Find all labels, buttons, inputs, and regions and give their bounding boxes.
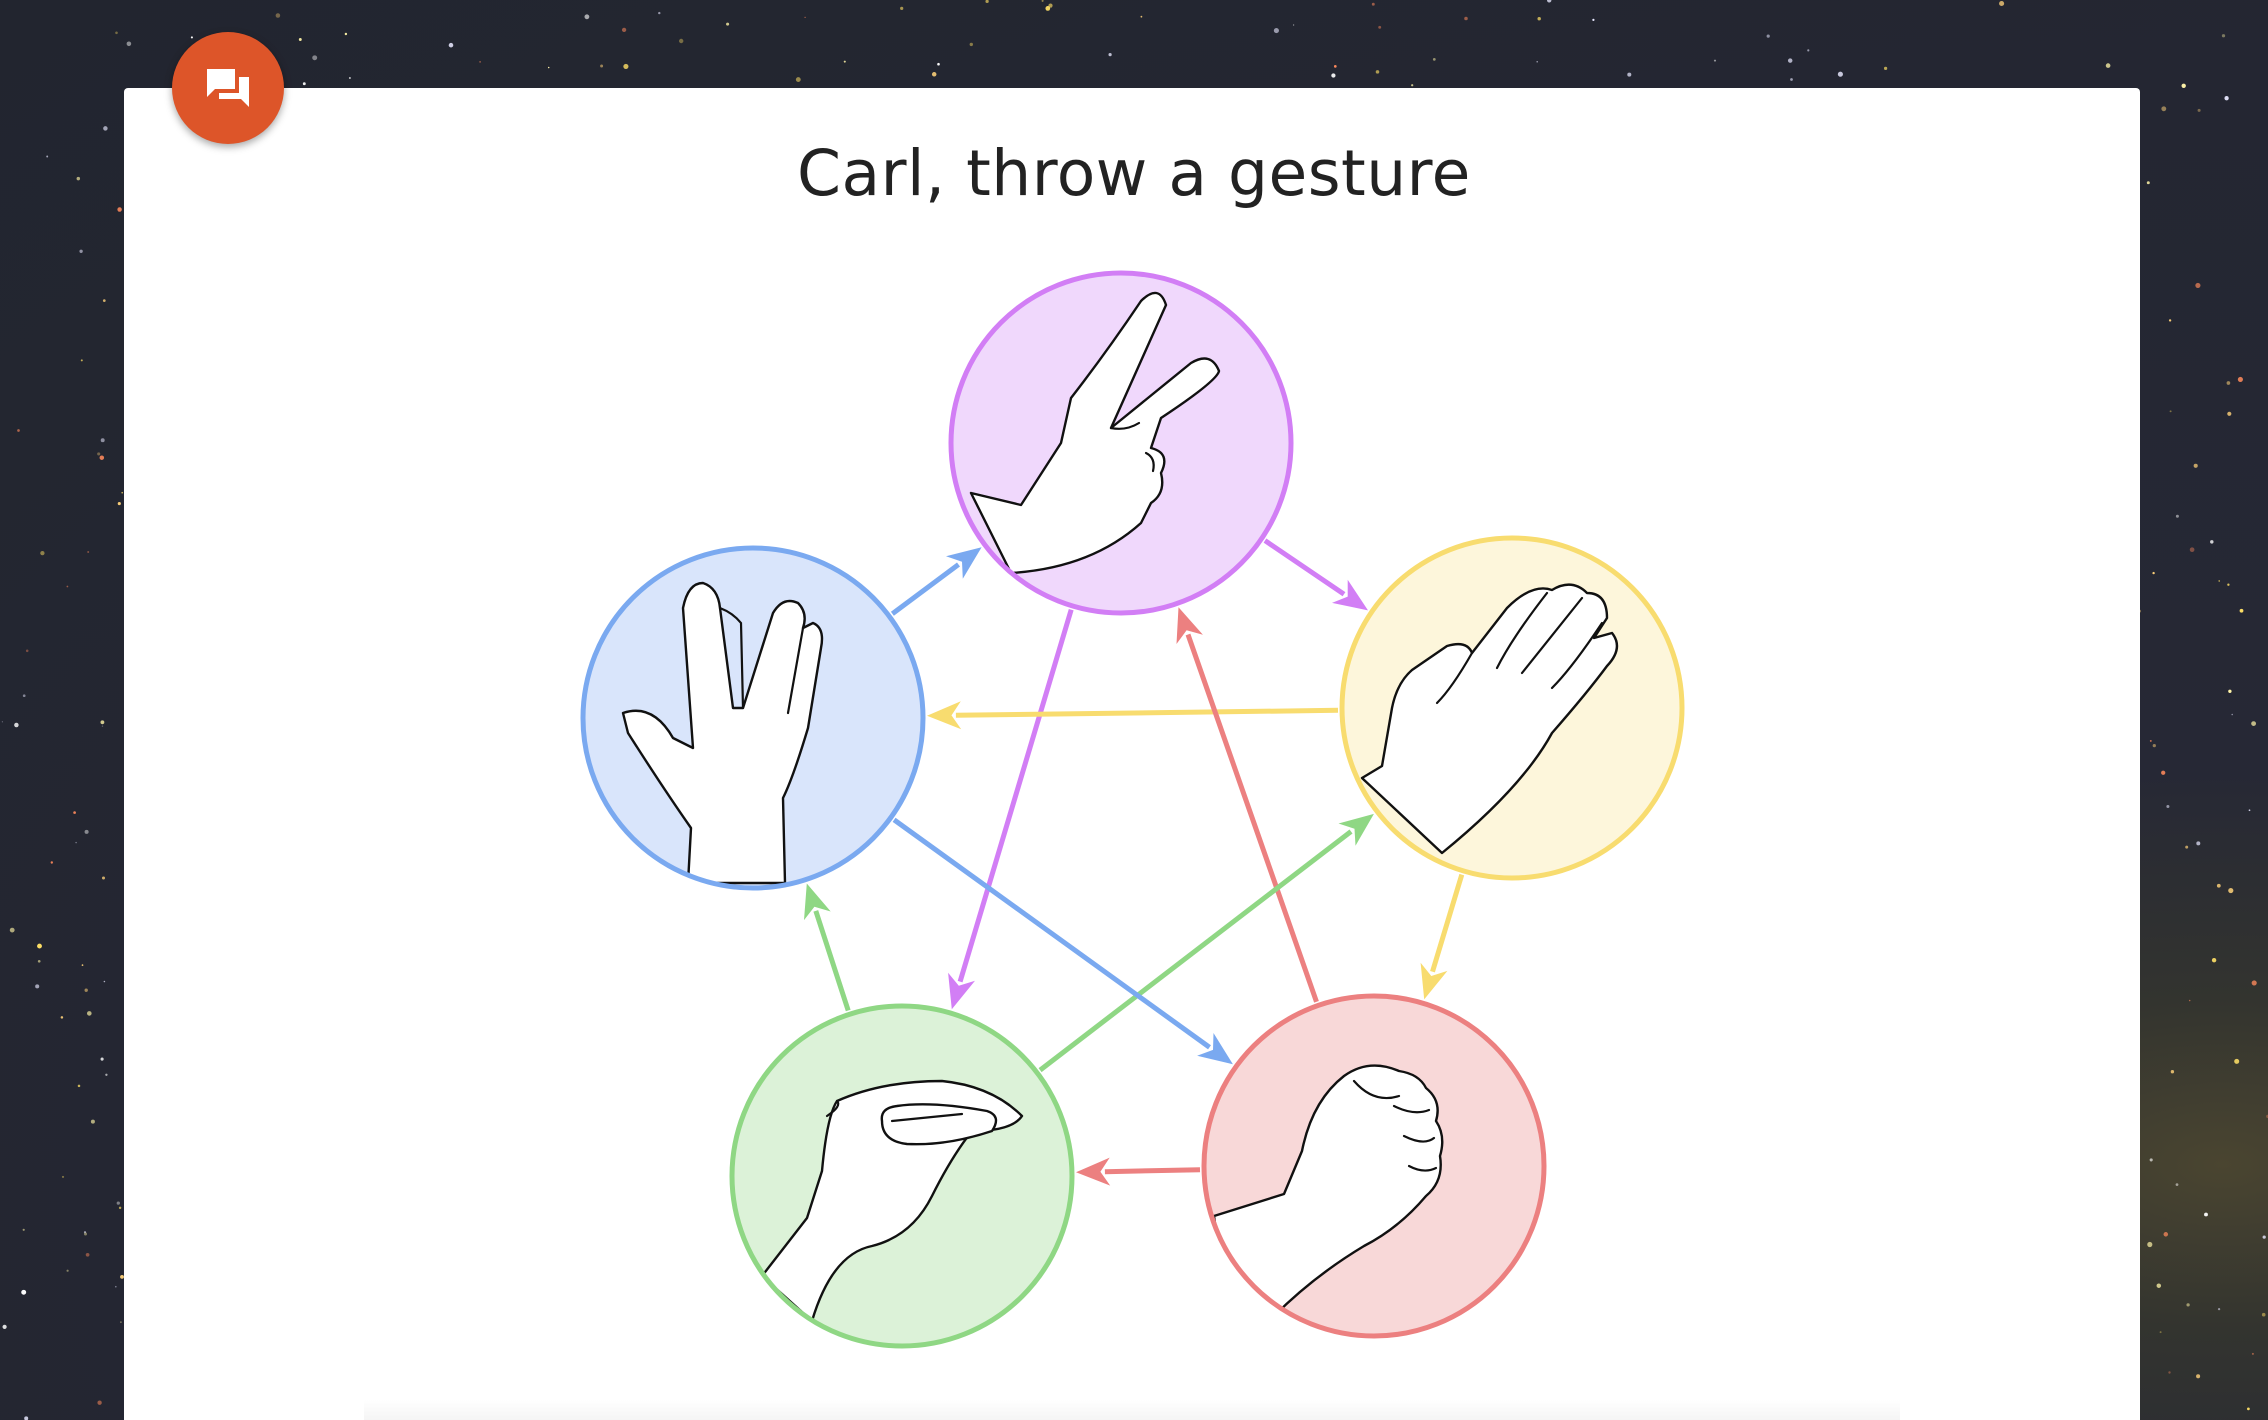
- lizard-hand-icon: [760, 1079, 1024, 1323]
- arrow-paper-beats-rock: [1420, 873, 1465, 1000]
- gesture-paper-ring: [1339, 535, 1685, 881]
- gesture-lizard-ring: [729, 1003, 1075, 1349]
- gesture-rock-button[interactable]: [1201, 993, 1547, 1339]
- gesture-scissors-ring: [948, 270, 1294, 616]
- gesture-lizard-button[interactable]: [729, 1003, 1075, 1349]
- gesture-scissors-button[interactable]: [948, 270, 1294, 616]
- gesture-spock-button[interactable]: [580, 545, 926, 891]
- arrow-lizard-beats-spock: [804, 883, 851, 1012]
- arrow-scissors-beats-paper: [1263, 538, 1368, 611]
- arrow-layer: [804, 538, 1465, 1186]
- arrow-paper-beats-spock: [927, 701, 1339, 730]
- arrow-lizard-beats-paper: [1038, 813, 1374, 1073]
- arrow-rock-beats-scissors: [1176, 607, 1319, 1003]
- paper-hand-icon: [1360, 583, 1619, 855]
- node-layer: [580, 270, 1685, 1349]
- arrow-spock-beats-scissors: [890, 547, 982, 616]
- page-title: Carl, throw a gesture: [797, 137, 1471, 210]
- chat-bubbles-icon: [207, 69, 249, 107]
- scissors-hand-icon: [969, 291, 1221, 575]
- gesture-paper-button[interactable]: [1339, 535, 1685, 881]
- arrow-scissors-beats-lizard: [948, 608, 1074, 1010]
- arrow-rock-beats-lizard: [1076, 1157, 1201, 1186]
- rock-fist-icon: [1212, 1064, 1444, 1318]
- gesture-spock-ring: [580, 545, 926, 891]
- arrow-spock-beats-rock: [892, 817, 1233, 1065]
- gesture-rock-ring: [1201, 993, 1547, 1339]
- card-bottom-fade: [364, 1400, 1900, 1420]
- chat-button[interactable]: [172, 32, 284, 144]
